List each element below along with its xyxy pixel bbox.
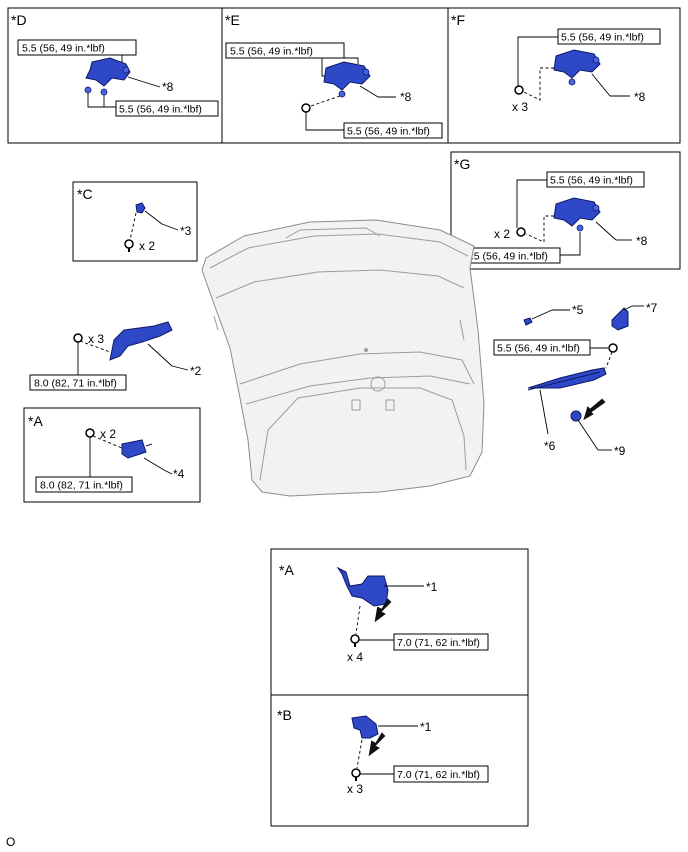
panel-a-small-code: *A — [28, 413, 43, 429]
panel-a-small-torque: 8.0 (82, 71 in.*lbf) — [40, 480, 123, 492]
panel-d-torque-top: 5.5 (56, 49 in.*lbf) — [22, 43, 105, 55]
panel-b-lock: *B *1 7.0 (71, 62 in.*lbf) x 3 — [270, 694, 529, 827]
arrow-icon — [368, 732, 386, 757]
panel-e-torque-top: 5.5 (56, 49 in.*lbf) — [230, 46, 313, 58]
panel-e-code: *E — [225, 12, 240, 28]
bracket-qty: x 3 — [88, 332, 104, 346]
panel-g-code: *G — [454, 156, 470, 172]
panel-d-part-label: *8 — [162, 80, 174, 94]
panel-a-small-part-label: *4 — [173, 467, 185, 481]
panel-f-code: *F — [451, 12, 465, 28]
panel-a-small-qty: x 2 — [100, 427, 116, 441]
lock-part-a — [336, 566, 389, 607]
panel-b-lock-code: *B — [277, 707, 292, 723]
bracket-part — [109, 321, 173, 361]
wiper-motor-f — [553, 49, 601, 86]
panel-c-qty: x 2 — [139, 239, 155, 253]
bracket-part-label: *2 — [190, 364, 202, 378]
panel-a-lock-qty: x 4 — [347, 650, 363, 664]
panel-g: *G 5.5 (56, 49 in.*lbf) *8 x 2 5.5 (56, … — [450, 151, 681, 270]
panel-a-lock-part-label: *1 — [426, 580, 438, 594]
arrow-icon — [583, 398, 606, 421]
panel-e: *E 5.5 (56, 49 in.*lbf) *8 5.5 (56, 49 i… — [221, 7, 449, 144]
back-door-illustration — [201, 219, 485, 497]
panel-b-lock-torque: 7.0 (71, 62 in.*lbf) — [397, 769, 480, 781]
panel-b-lock-part-label: *1 — [420, 720, 432, 734]
panel-b-lock-qty: x 3 — [347, 782, 363, 796]
panel-g-part-label: *8 — [636, 234, 648, 248]
panel-c-part-label: *3 — [180, 224, 192, 238]
lock-part-b — [351, 715, 379, 739]
clip-c — [135, 202, 146, 214]
wiper-arm-assembly: *5 *7 5.5 (56, 49 in.*lbf) *6 *9 — [493, 301, 658, 458]
wiper-arm-part — [527, 367, 607, 389]
panel-f-torque-top: 5.5 (56, 49 in.*lbf) — [561, 32, 644, 44]
wiper-motor-e — [323, 61, 371, 98]
wiper-part7-label: *7 — [646, 301, 658, 315]
wiper-part9-label: *9 — [614, 444, 626, 458]
wiper-part5-label: *5 — [572, 303, 584, 317]
arrow-icon — [374, 598, 392, 623]
module-part — [121, 439, 147, 459]
bracket-assembly: x 3 *2 8.0 (82, 71 in.*lbf) — [29, 321, 202, 391]
panel-d: *D 5.5 (56, 49 in.*lbf) *8 5.5 (56, 49 i… — [7, 7, 223, 144]
panel-d-torque-bottom: 5.5 (56, 49 in.*lbf) — [119, 104, 202, 116]
panel-d-code: *D — [11, 12, 27, 28]
cover-part — [611, 307, 629, 331]
wiper-motor-g — [553, 197, 601, 232]
panel-g-qty: x 2 — [494, 227, 510, 241]
panel-f: *F 5.5 (56, 49 in.*lbf) *8 x 3 — [447, 7, 681, 144]
wiper-part6-label: *6 — [544, 439, 556, 453]
footer-mark: O — [6, 835, 15, 849]
panel-e-part-label: *8 — [400, 90, 412, 104]
panel-a-lock-code: *A — [279, 562, 294, 578]
panel-a-lock: *A *1 7.0 (71, 62 in.*lbf) x 4 — [270, 548, 529, 696]
panel-g-torque-top: 5.5 (56, 49 in.*lbf) — [550, 175, 633, 187]
nozzle-part — [523, 317, 533, 326]
panel-f-part-label: *8 — [634, 90, 646, 104]
panel-c-code: *C — [77, 186, 93, 202]
panel-e-torque-bottom: 5.5 (56, 49 in.*lbf) — [347, 126, 430, 138]
panel-c: *C *3 x 2 — [72, 181, 198, 262]
cap-part — [570, 410, 582, 422]
wiper-torque: 5.5 (56, 49 in.*lbf) — [497, 343, 580, 355]
bracket-torque: 8.0 (82, 71 in.*lbf) — [34, 378, 117, 390]
wiper-motor-d — [84, 57, 131, 96]
panel-g-torque-bottom: 5.5 (56, 49 in.*lbf) — [465, 251, 548, 263]
panel-f-qty: x 3 — [512, 100, 528, 114]
panel-a-small: *A x 2 *4 8.0 (82, 71 in.*lbf) — [23, 407, 201, 503]
panel-a-lock-torque: 7.0 (71, 62 in.*lbf) — [397, 637, 480, 649]
